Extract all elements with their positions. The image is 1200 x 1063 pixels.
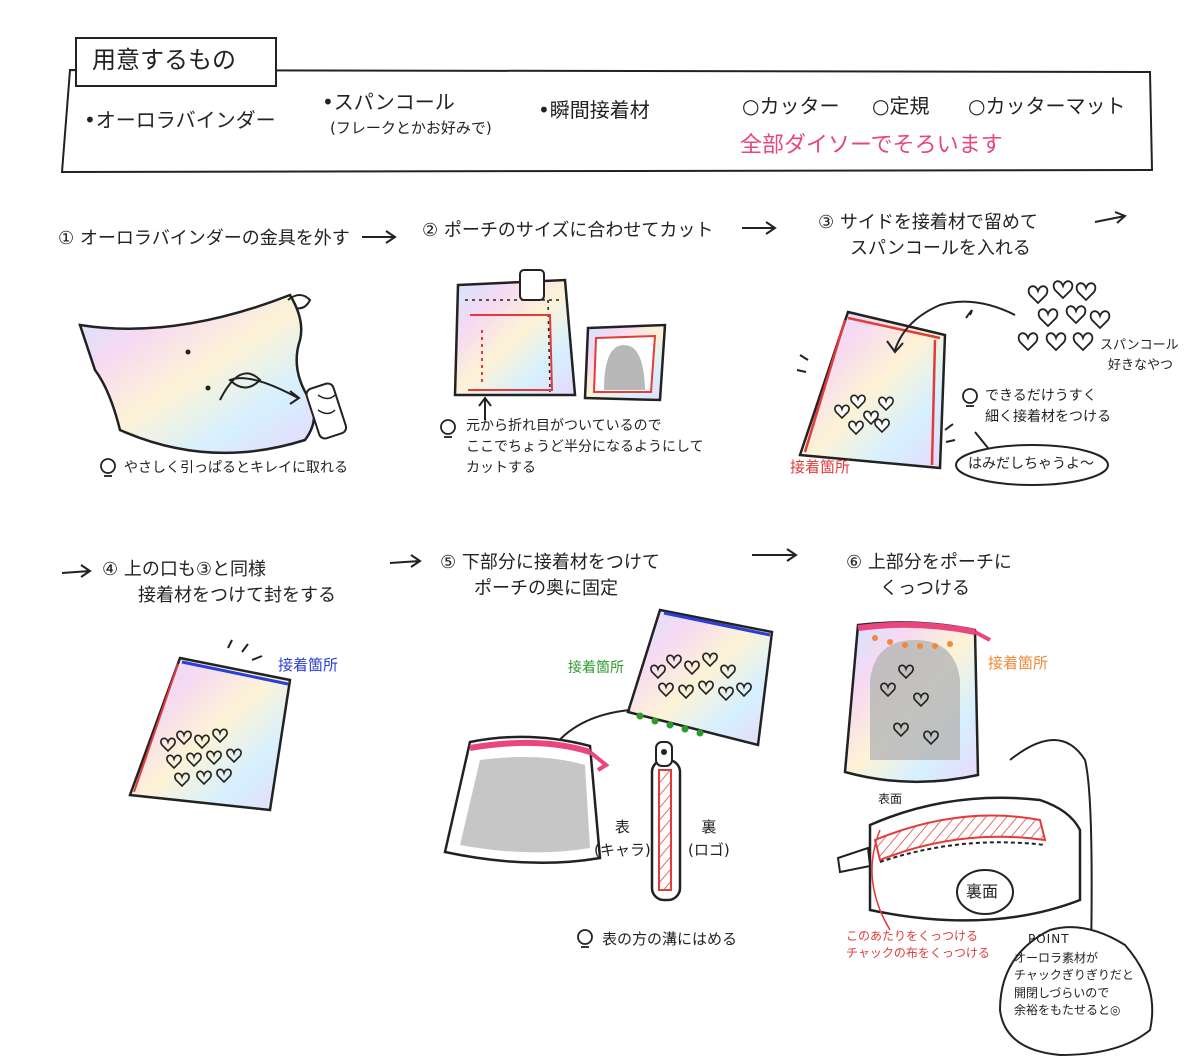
step5-front-label: 表 (キャラ): [594, 816, 651, 861]
step5-glue-label: 接着箇所: [568, 658, 624, 679]
step1-number: ①: [58, 228, 74, 249]
step5-back-label-line1: 裏: [688, 816, 730, 839]
material-ruler: ○定規: [872, 92, 929, 121]
step5-front-label-line1: 表: [594, 816, 651, 839]
step6-point-line3: 開閉しづらいので: [1014, 985, 1134, 1002]
step6-number: ⑥: [846, 552, 862, 573]
material-sequin: •スパンコール: [322, 88, 455, 117]
step5-tip: 表の方の溝にはめる: [602, 928, 737, 951]
step6-red-note-line2: チャックの布をくっつける: [846, 945, 990, 962]
material-binder: •オーロラバインダー: [84, 106, 276, 135]
step3-number: ③: [818, 212, 834, 233]
material-cutting-mat: ○カッターマット: [968, 92, 1125, 121]
step1-title: ① オーロラバインダーの金具を外す: [58, 226, 350, 252]
step3-bubble: はみだしちゃうよ〜: [968, 454, 1094, 475]
step2-number: ②: [422, 220, 438, 241]
step4-glue-label: 接着箇所: [278, 654, 338, 677]
step4-text-line2: 接着材をつけて封をする: [102, 583, 336, 609]
step2-tip-line3: カットする: [466, 458, 704, 479]
step3-tip-line2: 細く接着材をつける: [985, 407, 1111, 428]
step4-title: ④ 上の口も③と同様 接着材をつけて封をする: [102, 557, 336, 609]
step6-point-title: POINT: [1028, 930, 1070, 948]
step1-text: オーロラバインダーの金具を外す: [80, 228, 350, 249]
material-cutter: ○カッター: [742, 92, 839, 121]
material-sequin-note: (フレークとかお好みで): [330, 118, 492, 140]
step3-tip: できるだけうすく 細く接着材をつける: [985, 386, 1111, 428]
step6-red-note: このあたりをくっつける チャックの布をくっつける: [846, 928, 990, 962]
step2-cut-drawing: [455, 270, 665, 420]
step3-sequin-label: スパンコール 好きなやつ: [1100, 336, 1179, 375]
step2-tip-line2: ここでちょうど半分になるようにして: [466, 437, 704, 458]
material-glue: •瞬間接着材: [538, 96, 650, 125]
step6-glue-label: 接着箇所: [988, 652, 1048, 675]
step3-sequin-label-line2: 好きなやつ: [1100, 356, 1179, 376]
step6-text-line2: くっつける: [846, 576, 1012, 602]
step1-binder-drawing: [80, 295, 348, 453]
step2-text: ポーチのサイズに合わせてカット: [444, 220, 713, 241]
step5-number: ⑤: [440, 552, 456, 573]
step3-tip-line1: できるだけうすく: [985, 386, 1111, 407]
step4-seal-drawing: [130, 640, 290, 810]
step6-title: ⑥ 上部分をポーチに くっつける: [846, 550, 1012, 602]
step3-glue-label: 接着箇所: [790, 456, 850, 479]
step5-text-line1: 下部分に接着材をつけて: [462, 552, 660, 573]
step6-text-line1: 上部分をポーチに: [868, 552, 1012, 573]
step6-point-text: オーロラ素材が チャックぎりぎりだと 開閉しづらいので 余裕をもたせると◎: [1014, 950, 1134, 1020]
step6-surface-label: 表面: [878, 790, 902, 808]
header-title: 用意するもの: [92, 44, 236, 78]
step2-tip-line1: 元から折れ目がついているので: [466, 416, 704, 437]
step2-tip: 元から折れ目がついているので ここでちょうど半分になるようにして カットする: [466, 416, 704, 479]
step4-text-line1: 上の口も③と同様: [124, 559, 266, 580]
step5-front-label-line2: (キャラ): [594, 839, 651, 862]
step6-point-line4: 余裕をもたせると◎: [1014, 1002, 1134, 1019]
step6-back-side-label: 裏面: [966, 880, 998, 904]
step4-number: ④: [102, 559, 118, 580]
step6-point-line2: チャックぎりぎりだと: [1014, 967, 1134, 984]
step5-text-line2: ポーチの奥に固定: [440, 576, 660, 602]
step3-title: ③ サイドを接着材で留めて スパンコールを入れる: [818, 210, 1038, 262]
step3-text-line1: サイドを接着材で留めて: [840, 212, 1038, 233]
step3-sequin-label-line1: スパンコール: [1100, 336, 1179, 356]
step3-text-line2: スパンコールを入れる: [818, 236, 1038, 262]
header-daiso-note: 全部ダイソーでそろいます: [740, 130, 1003, 162]
step5-back-label-line2: (ロゴ): [688, 839, 730, 862]
step5-title: ⑤ 下部分に接着材をつけて ポーチの奥に固定: [440, 550, 660, 602]
step5-back-label: 裏 (ロゴ): [688, 816, 730, 861]
step1-tip: やさしく引っぱるとキレイに取れる: [124, 458, 348, 479]
step6-red-note-line1: このあたりをくっつける: [846, 928, 990, 945]
step2-title: ② ポーチのサイズに合わせてカット: [422, 218, 713, 244]
step6-point-line1: オーロラ素材が: [1014, 950, 1134, 967]
